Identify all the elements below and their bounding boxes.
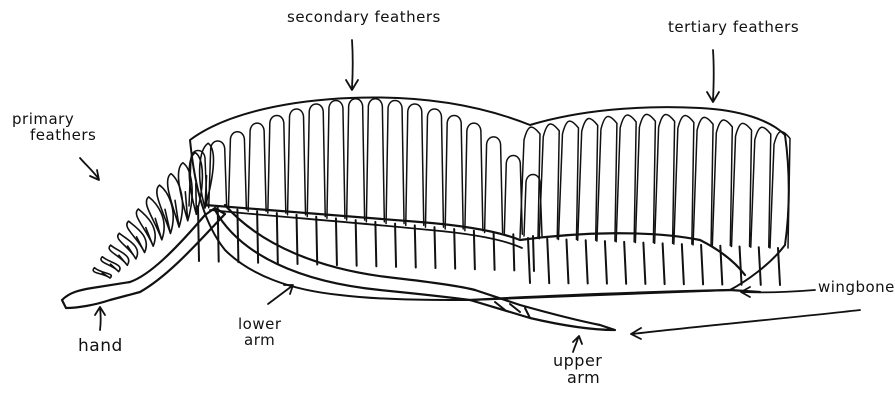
secondary-feathers-group: [189, 99, 542, 271]
arrows: [80, 40, 860, 352]
secondary-feather: [209, 141, 227, 208]
feather-quill: [395, 224, 396, 267]
wing-outline: [190, 97, 789, 300]
label-lower-line2: arm: [244, 333, 282, 349]
feather-quill: [375, 222, 376, 266]
tertiary-feather: [520, 127, 540, 238]
lower-arm-bone-2: [225, 205, 475, 290]
arrow-lower-arm: [268, 285, 293, 304]
arrow-primary: [80, 158, 99, 180]
tertiary-feather: [578, 118, 598, 240]
secondary-feather: [307, 104, 325, 217]
secondary-feather: [248, 123, 266, 211]
feather-quill: [533, 236, 534, 271]
feather-quill: [198, 206, 199, 261]
label-upper-line2: arm: [567, 370, 602, 387]
label-hand: hand: [78, 338, 123, 356]
label-upper-arm: upper arm: [553, 353, 602, 387]
tertiary-feathers-group: [520, 114, 790, 285]
feather-quill: [494, 232, 495, 269]
secondary-feather: [406, 104, 424, 225]
arrow-wingbones: [741, 287, 815, 297]
feather-quill: [701, 245, 703, 284]
label-wingbones: wingbones: [818, 280, 895, 296]
feather-quill: [336, 218, 337, 265]
tertiary-feather: [693, 117, 713, 245]
secondary-feather: [366, 99, 384, 222]
primary-feathers-group: [93, 143, 213, 278]
feather-quill: [454, 229, 455, 269]
feather-quill: [277, 213, 278, 263]
label-lower-arm: lower arm: [238, 317, 282, 349]
feather-quill: [434, 227, 435, 268]
feather-quill: [643, 243, 645, 284]
feather-quill: [778, 248, 780, 285]
feather-quill: [586, 240, 588, 283]
feather-quill: [759, 247, 761, 285]
secondary-feather: [268, 115, 286, 213]
label-primary-feathers: primary feathers: [12, 112, 96, 144]
secondary-feather: [465, 123, 483, 231]
tertiary-feather: [712, 120, 732, 246]
arrow-upper-arm-right: [631, 310, 860, 339]
feather-quill: [415, 225, 416, 267]
feather-quill: [356, 220, 357, 266]
tertiary-feather: [597, 116, 617, 241]
feather-quill: [624, 242, 626, 284]
feather-quill: [566, 240, 568, 284]
primary-feather: [93, 268, 111, 278]
arrow-hand: [95, 307, 105, 330]
secondary-feather: [288, 109, 306, 215]
feather-quill: [663, 243, 665, 284]
feather-quill: [474, 231, 475, 270]
secondary-feather: [327, 100, 345, 218]
tertiary-feather: [635, 114, 655, 242]
label-primary-line2: feathers: [30, 128, 96, 144]
secondary-feather: [425, 109, 443, 227]
secondary-feather: [386, 100, 404, 223]
arrow-tertiary: [707, 50, 719, 102]
tertiary-feather: [558, 121, 578, 239]
secondary-feather: [504, 156, 522, 235]
secondary-feather: [485, 137, 503, 233]
feather-quill: [528, 238, 530, 283]
hand-bone: [62, 208, 225, 308]
label-tertiary-feathers: tertiary feathers: [668, 20, 799, 36]
feather-quill: [257, 211, 258, 262]
feather-quill: [297, 215, 298, 264]
feather-quill: [547, 239, 549, 283]
secondary-feather: [347, 99, 365, 220]
primary-feather: [101, 257, 120, 272]
feather-quill: [740, 246, 742, 284]
arrow-secondary: [346, 40, 358, 90]
feather-quill: [316, 217, 317, 265]
arrow-upper-arm: [573, 336, 582, 352]
tertiary-feather: [616, 115, 636, 242]
tertiary-feather: [655, 115, 675, 244]
feather-quill: [513, 234, 514, 270]
tertiary-feather: [539, 124, 559, 239]
tertiary-feather: [751, 127, 771, 247]
tertiary-feather: [732, 123, 752, 246]
feather-quill: [605, 241, 607, 284]
feather-quill: [682, 244, 684, 284]
tertiary-feather: [674, 116, 694, 245]
label-secondary-feathers: secondary feathers: [287, 10, 441, 26]
secondary-feather: [445, 115, 463, 228]
secondary-feather: [228, 132, 246, 210]
